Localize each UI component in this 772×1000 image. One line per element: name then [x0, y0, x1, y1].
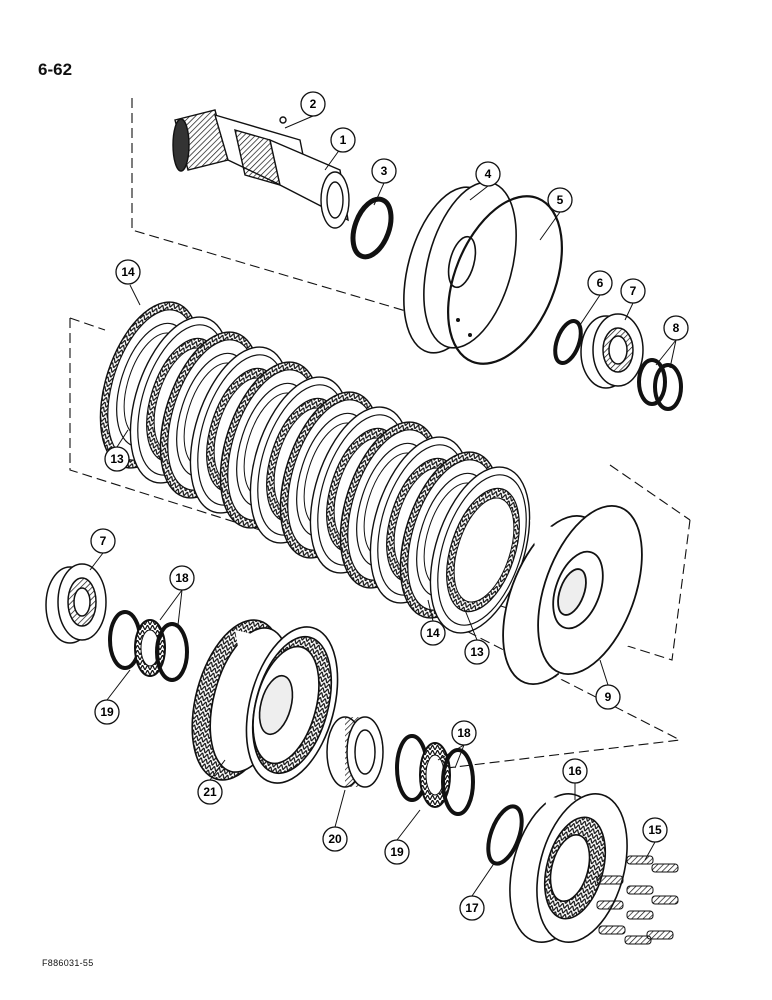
ball-bearing-upper [580, 313, 644, 389]
callout-number: 19 [390, 845, 404, 859]
callout-number: 7 [630, 284, 637, 298]
callout-number: 9 [605, 690, 612, 704]
return-spring [624, 935, 652, 945]
planetary-ring-gear [191, 619, 339, 784]
clutch-housing [502, 504, 643, 686]
callout-14: 14 [420, 620, 446, 646]
return-spring [651, 863, 679, 873]
ball-bearing-lower [45, 563, 107, 644]
return-spring [626, 910, 654, 920]
callout-13: 13 [104, 446, 130, 472]
callout-number: 20 [328, 832, 342, 846]
callout-number: 17 [465, 901, 479, 915]
return-spring [598, 925, 626, 935]
callout-13: 13 [464, 639, 490, 665]
callout-6: 6 [587, 270, 613, 296]
callout-3: 3 [371, 158, 397, 184]
callout-number: 14 [121, 265, 135, 279]
callout-2: 2 [300, 91, 326, 117]
callout-number: 21 [203, 785, 217, 799]
callout-15: 15 [642, 817, 668, 843]
figure-code: F886031-55 [42, 958, 94, 968]
callout-8: 8 [663, 315, 689, 341]
clutch-hub [509, 792, 628, 945]
callout-number: 8 [673, 321, 680, 335]
return-spring [626, 855, 654, 865]
callout-labels: 1 2 3 4 5 6 7 8 14 13 14 13 9 7 18 19 21 20 18 19 17 16 15 [90, 91, 689, 921]
callout-9: 9 [595, 684, 621, 710]
callout-number: 1 [340, 133, 347, 147]
callout-1: 1 [330, 127, 356, 153]
callout-5: 5 [547, 187, 573, 213]
callout-number: 15 [648, 823, 662, 837]
callout-number: 6 [597, 276, 604, 290]
return-spring [646, 930, 674, 940]
needle-roller-bearing [326, 716, 384, 788]
clutch-disc-friction [429, 466, 531, 634]
callout-number: 2 [310, 97, 317, 111]
callout-17: 17 [459, 895, 485, 921]
callout-18: 18 [451, 720, 477, 746]
callout-7: 7 [90, 528, 116, 554]
return-spring [651, 895, 679, 905]
clutch-piston [403, 181, 517, 354]
thrust-bearing-set-lower [395, 734, 475, 816]
return-springs [596, 855, 679, 945]
thrust-washers [637, 358, 683, 411]
callout-14: 14 [115, 259, 141, 285]
callout-19: 19 [94, 699, 120, 725]
callout-number: 18 [175, 571, 189, 585]
callout-7: 7 [620, 278, 646, 304]
callout-number: 19 [100, 705, 114, 719]
return-spring [626, 885, 654, 895]
callout-number: 18 [457, 726, 471, 740]
callout-number: 5 [557, 193, 564, 207]
callout-number: 7 [100, 534, 107, 548]
callout-leaders [89, 115, 677, 897]
callout-18: 18 [169, 565, 195, 591]
callout-number: 4 [485, 167, 492, 181]
callout-19: 19 [384, 839, 410, 865]
snap-ring [350, 196, 394, 260]
callout-number: 13 [110, 452, 124, 466]
clutch-disc-pack [99, 301, 531, 634]
piston-seal [447, 195, 563, 365]
page-number: 6-62 [38, 60, 73, 79]
output-shaft [172, 109, 350, 229]
return-spring [596, 875, 624, 885]
callout-number: 14 [426, 626, 440, 640]
return-spring [596, 900, 624, 910]
callout-16: 16 [562, 758, 588, 784]
callout-21: 21 [197, 779, 223, 805]
callout-4: 4 [475, 161, 501, 187]
callout-number: 3 [381, 164, 388, 178]
callout-number: 13 [470, 645, 484, 659]
bearing-snap-ring [553, 318, 583, 366]
callout-number: 16 [568, 764, 582, 778]
callout-20: 20 [322, 826, 348, 852]
thrust-bearing-set-upper [108, 610, 189, 682]
